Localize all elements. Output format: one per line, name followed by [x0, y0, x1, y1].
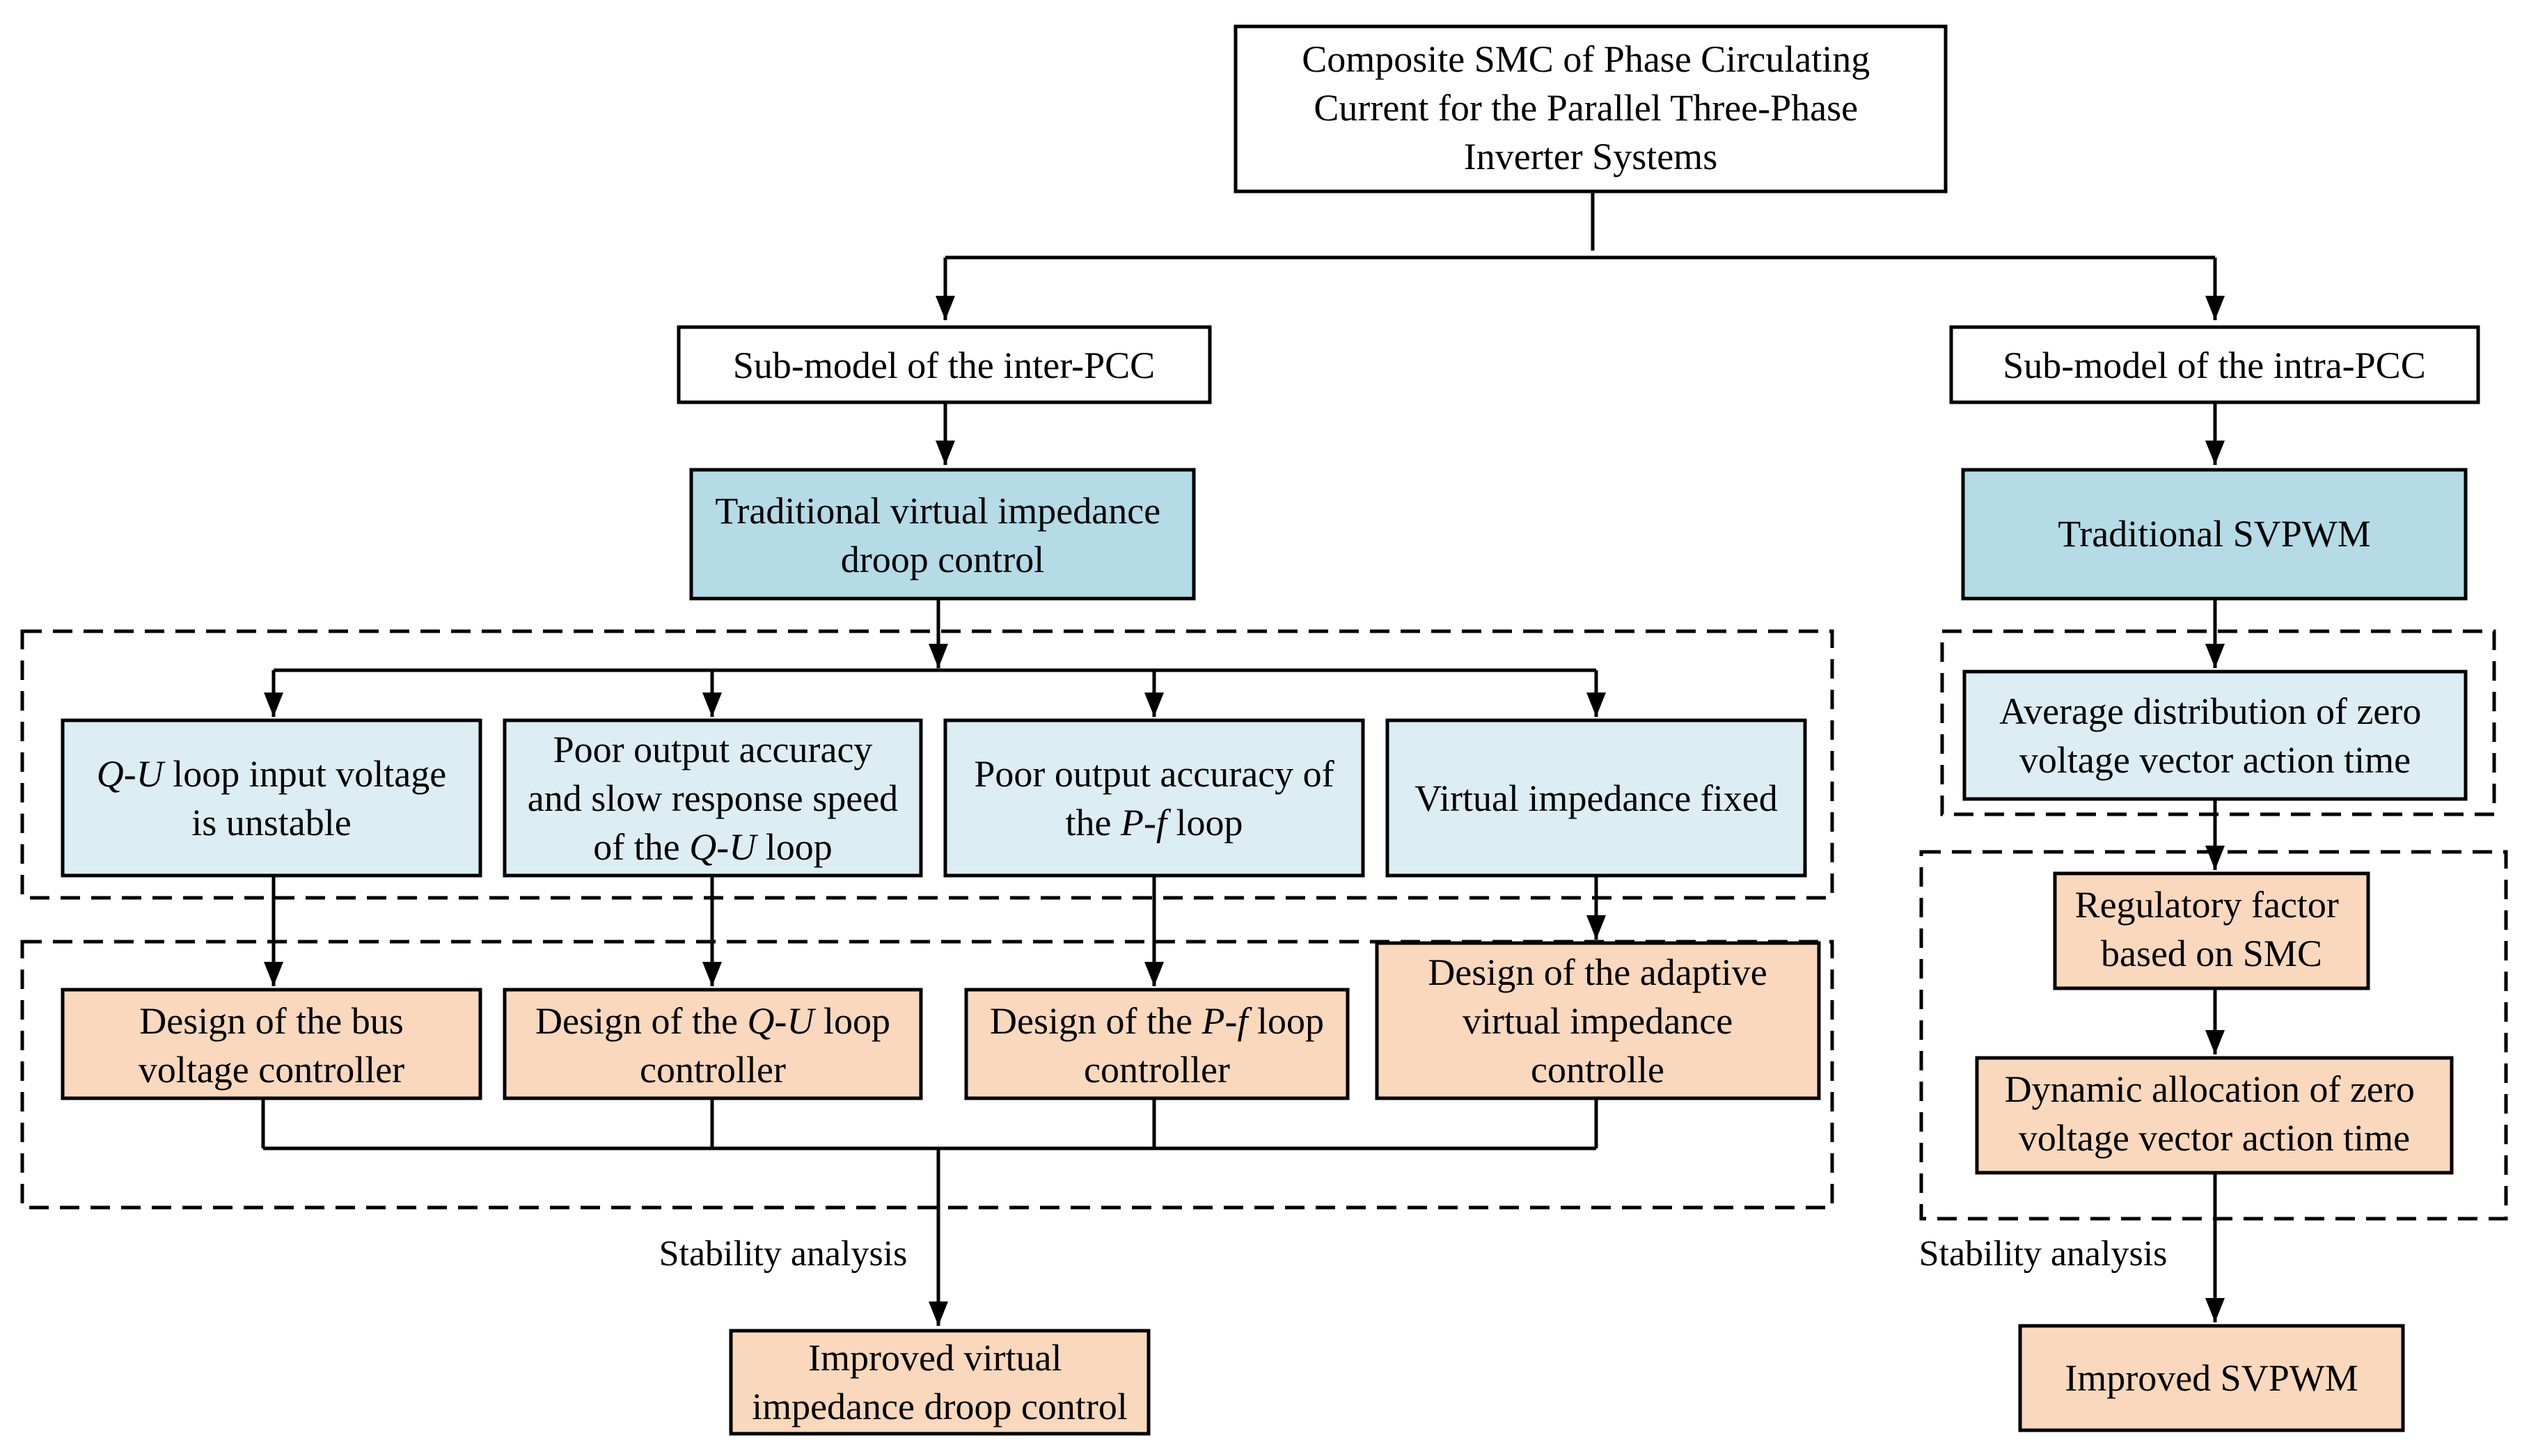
intra-stability-label: Stability analysis	[1919, 1234, 2168, 1274]
math-symbol: P	[1201, 1000, 1224, 1042]
text-run: Design of the	[990, 1000, 1201, 1042]
text-run: voltage controller	[139, 1049, 404, 1091]
text-run: Design of the adaptive	[1428, 951, 1767, 993]
text-run: -	[1224, 1000, 1237, 1042]
math-symbol: U	[729, 826, 758, 868]
text-run: controlle	[1531, 1049, 1664, 1091]
design-box-4	[1375, 941, 1821, 1100]
inter-improved-text: Improved virtual impedance droop control	[752, 1337, 1128, 1427]
text-run: is unstable	[191, 802, 351, 844]
problem-text-1: Q-U loop input voltage is unstable	[97, 753, 446, 844]
math-symbol: P	[1120, 802, 1144, 844]
dynamic-box	[1975, 1056, 2454, 1175]
problems-group	[20, 629, 1834, 900]
text-run: loop	[1167, 802, 1243, 844]
text-run: -	[774, 1000, 787, 1042]
problem-text-4: Virtual impedance fixed	[1414, 777, 1778, 819]
inter-traditional-line-2: droop control	[841, 539, 1044, 580]
regulatory-line-2: based on SMC	[2101, 933, 2322, 974]
design-text-2: Design of the Q-U loop controller	[535, 1000, 890, 1091]
dynamic-line-2: voltage vector action time	[2019, 1117, 2410, 1159]
text-run: controller	[1084, 1049, 1230, 1091]
text-run: Design of the bus	[139, 1000, 403, 1042]
text-run: Design of the	[535, 1000, 747, 1042]
inter-improved-box	[729, 1329, 1151, 1436]
text-run: loop input voltage	[164, 753, 446, 795]
design-text-1: Design of the bus voltage controller	[139, 1000, 404, 1091]
text-run: loop	[756, 826, 833, 868]
text-run: controller	[640, 1049, 786, 1091]
top-title-text: Composite SMC of Phase Circulating Curre…	[1302, 38, 1879, 177]
math-symbol: U	[136, 753, 166, 795]
designs-group	[20, 940, 1834, 1210]
design-box-1	[61, 988, 482, 1100]
intra-traditional-box	[1961, 468, 2468, 601]
text-run: Virtual impedance fixed	[1414, 777, 1778, 819]
inter-traditional-text: Traditional virtual impedance droop cont…	[715, 490, 1169, 580]
average-group	[1940, 629, 2496, 816]
top-title-box	[1234, 24, 1948, 193]
average-text: Average distribution of zero voltage vec…	[1999, 690, 2431, 781]
dynamic-text: Dynamic allocation of zero voltage vecto…	[2005, 1068, 2425, 1159]
top-title-line-3: Inverter Systems	[1464, 136, 1717, 177]
inter-submodel-box	[677, 325, 1212, 404]
math-symbol: U	[787, 1000, 816, 1042]
problem-box-3	[943, 718, 1365, 878]
text-run: -	[1144, 802, 1156, 844]
average-box	[1962, 670, 2468, 801]
regulatory-line-1: Regulatory factor	[2075, 884, 2339, 926]
intra-improved-text: Improved SVPWM	[2065, 1357, 2358, 1399]
text-run: the	[1066, 802, 1121, 844]
text-run: -	[716, 826, 729, 868]
top-title-line-1: Composite SMC of Phase Circulating	[1302, 38, 1870, 80]
inter-traditional-line-1: Traditional virtual impedance	[715, 490, 1160, 532]
text-run: Poor output accuracy	[553, 729, 873, 770]
text-run: of the	[593, 826, 689, 868]
inter-improved-line-2: impedance droop control	[752, 1386, 1128, 1427]
intra-improved-box	[2018, 1324, 2405, 1432]
math-symbol: Q	[747, 1000, 774, 1042]
regulatory-text: Regulatory factor based on SMC	[2075, 884, 2349, 974]
regulatory-box	[2053, 871, 2370, 990]
text-run: loop	[814, 1000, 890, 1042]
math-symbol: Q	[689, 826, 716, 868]
top-title-line-2: Current for the Parallel Three-Phase	[1314, 87, 1858, 129]
text-run: loop	[1247, 1000, 1324, 1042]
inter-improved-line-1: Improved virtual	[808, 1337, 1062, 1379]
intra-submodel-box	[1949, 325, 2480, 404]
inter-traditional-box	[689, 468, 1196, 601]
problem-text-2: Poor output accuracy and slow response sp…	[528, 729, 898, 868]
design-box-3	[964, 988, 1350, 1100]
problem-box-2	[503, 718, 923, 878]
math-symbol: Q	[97, 753, 124, 795]
text-run: virtual impedance	[1463, 1000, 1733, 1042]
problem-box-1	[61, 718, 482, 878]
inter-submodel-text: Sub-model of the inter-PCC	[733, 345, 1155, 386]
design-text-4: Design of the adaptive virtual impedance c…	[1428, 951, 1767, 1091]
average-line-2: voltage vector action time	[2019, 739, 2411, 781]
design-box-2	[503, 988, 923, 1100]
inter-stability-label: Stability analysis	[659, 1234, 908, 1274]
dynamic-line-1: Dynamic allocation of zero	[2005, 1068, 2415, 1110]
connectors	[261, 191, 2225, 1326]
average-line-1: Average distribution of zero	[1999, 690, 2421, 732]
text-run: and slow response speed	[528, 777, 898, 819]
text-run: -	[124, 753, 136, 795]
intra-traditional-text: Traditional SVPWM	[2058, 513, 2371, 555]
intra-submodel-text: Sub-model of the intra-PCC	[2003, 345, 2425, 386]
problem-box-4	[1385, 718, 1807, 878]
text-run: Poor output accuracy of	[974, 753, 1334, 795]
